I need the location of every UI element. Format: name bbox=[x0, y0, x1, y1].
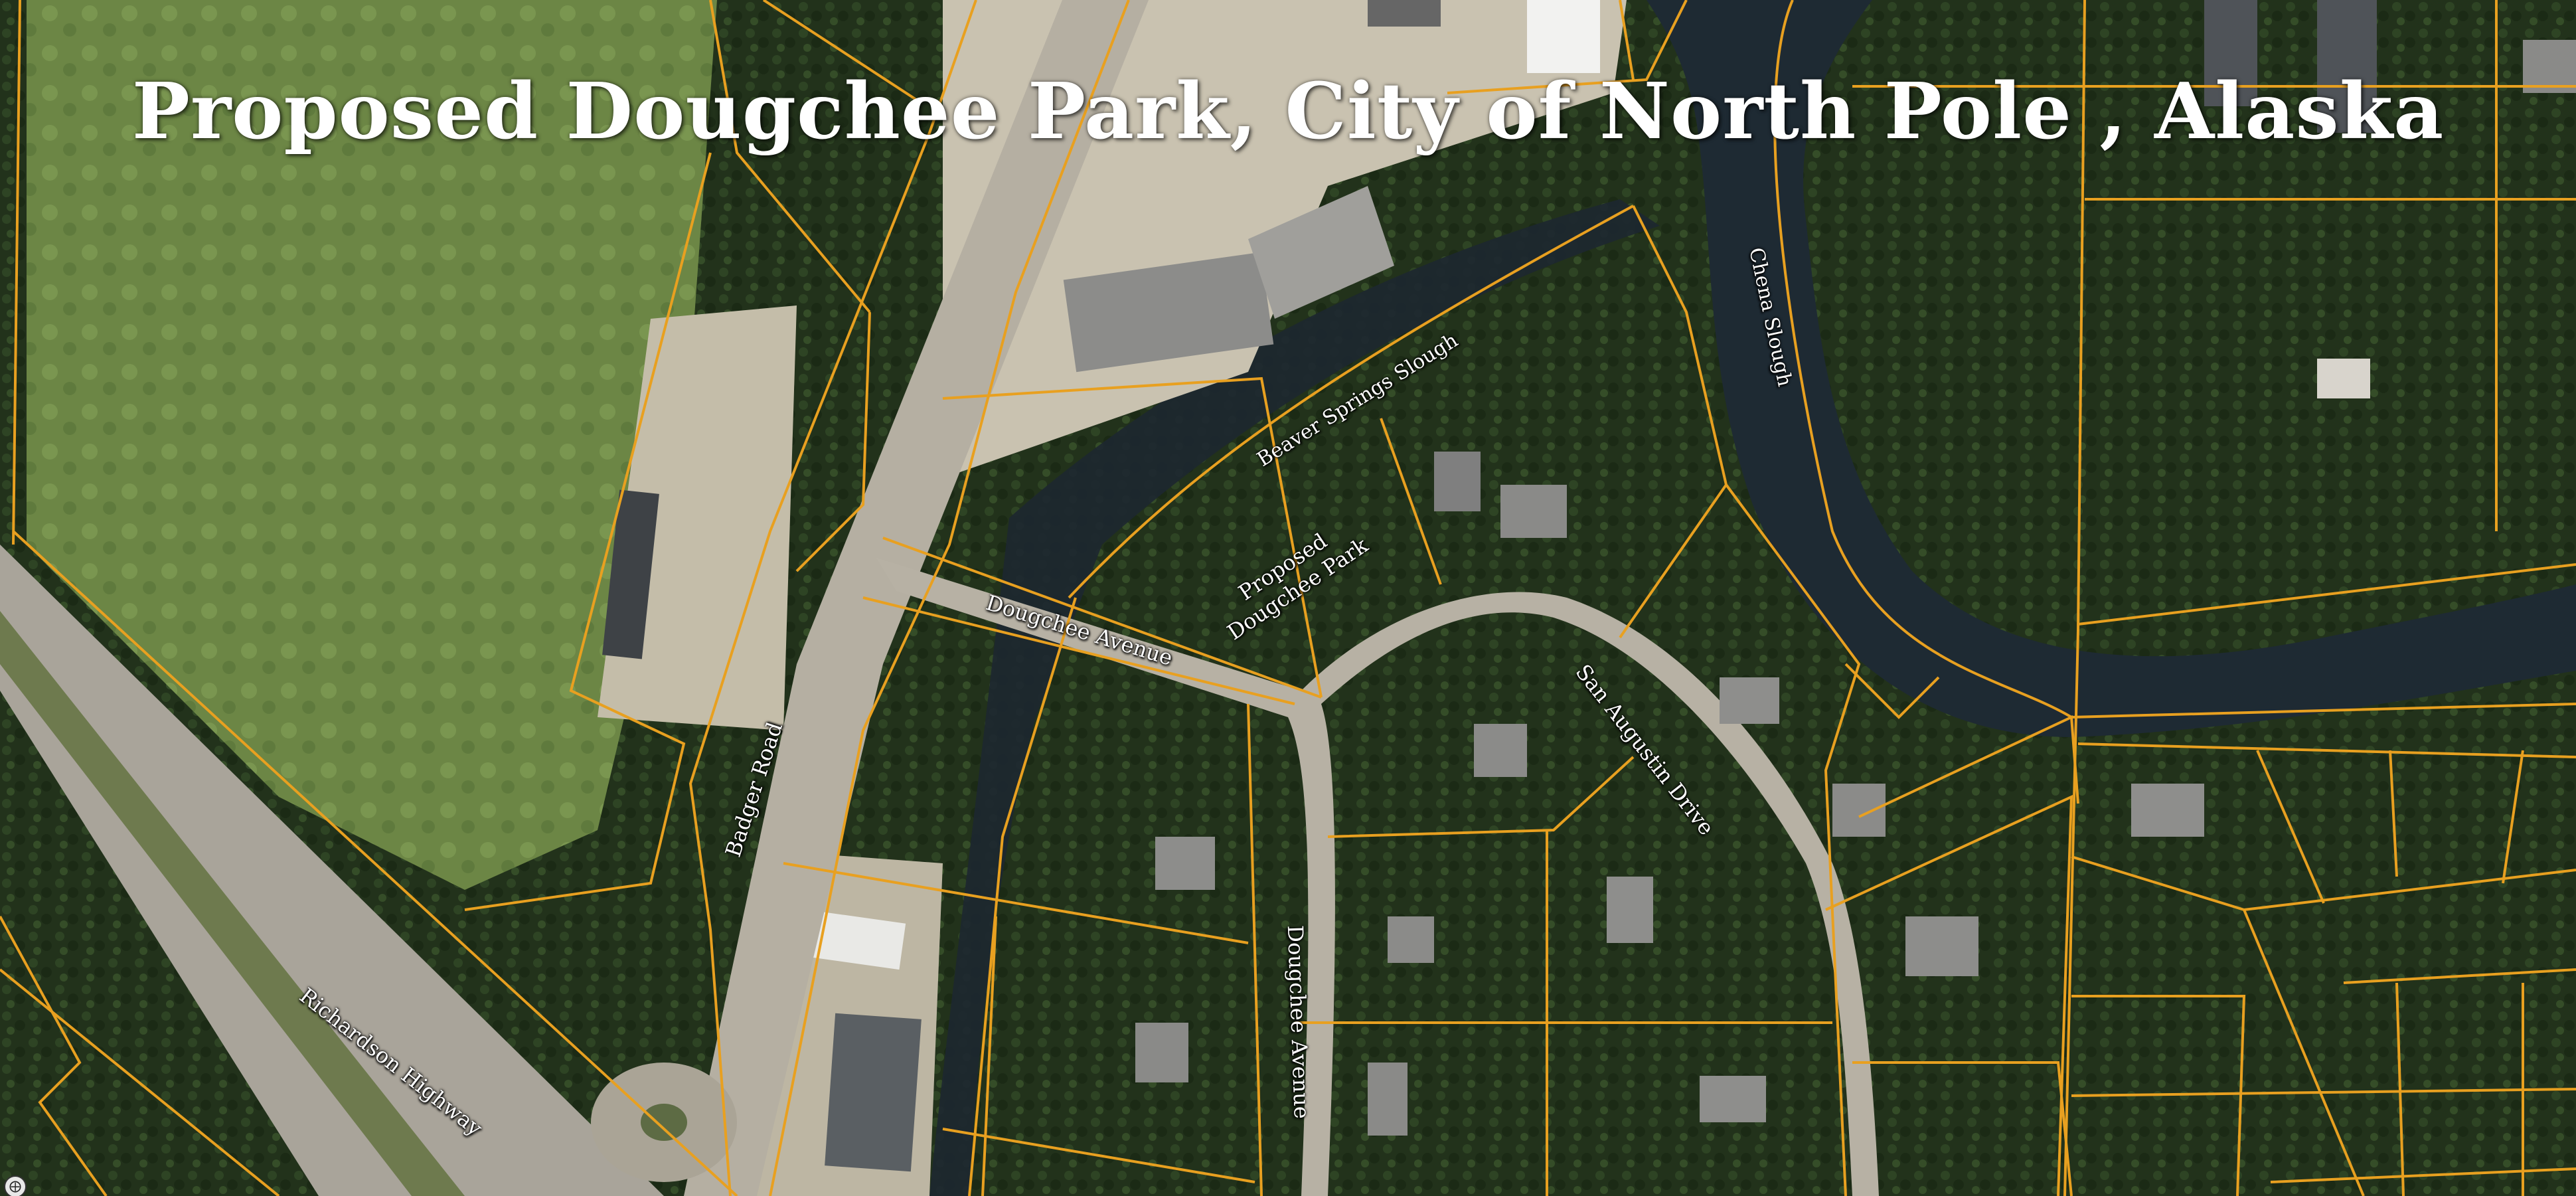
house bbox=[1434, 452, 1481, 511]
gas-station-canopy bbox=[800, 909, 906, 970]
white-building bbox=[1527, 0, 1600, 73]
map-title: Proposed Dougchee Park, City of North Po… bbox=[131, 66, 2445, 157]
house bbox=[2204, 0, 2257, 106]
building-south bbox=[825, 1013, 922, 1172]
beaver-springs-slough-water bbox=[929, 199, 1660, 1196]
commercial-building-wing bbox=[1248, 186, 1394, 319]
house bbox=[1388, 916, 1434, 963]
compass-icon[interactable]: ⨁ bbox=[4, 1175, 27, 1196]
house bbox=[1832, 784, 1886, 837]
house bbox=[2131, 784, 2204, 837]
richardson-highway-pavement bbox=[0, 545, 664, 1196]
house bbox=[1135, 1023, 1188, 1082]
gravel-pad-west bbox=[598, 305, 797, 730]
roundabout-island bbox=[641, 1104, 687, 1141]
house bbox=[1155, 837, 1215, 890]
commercial-building bbox=[1063, 252, 1274, 373]
richardson-highway-median bbox=[0, 611, 465, 1196]
badger-road-pavement bbox=[684, 0, 1149, 1196]
house bbox=[2317, 359, 2370, 398]
chena-slough-water bbox=[1647, 0, 2576, 737]
house bbox=[1607, 877, 1653, 943]
long-building-west bbox=[602, 489, 659, 659]
gray-building-top bbox=[1368, 0, 1441, 27]
house bbox=[1368, 1063, 1408, 1136]
house bbox=[2523, 40, 2576, 93]
house bbox=[1500, 485, 1567, 538]
open-field bbox=[27, 0, 717, 890]
house bbox=[1700, 1076, 1766, 1122]
house bbox=[1905, 916, 1978, 976]
house bbox=[2317, 0, 2377, 133]
house bbox=[1720, 677, 1779, 724]
house bbox=[1474, 724, 1527, 777]
